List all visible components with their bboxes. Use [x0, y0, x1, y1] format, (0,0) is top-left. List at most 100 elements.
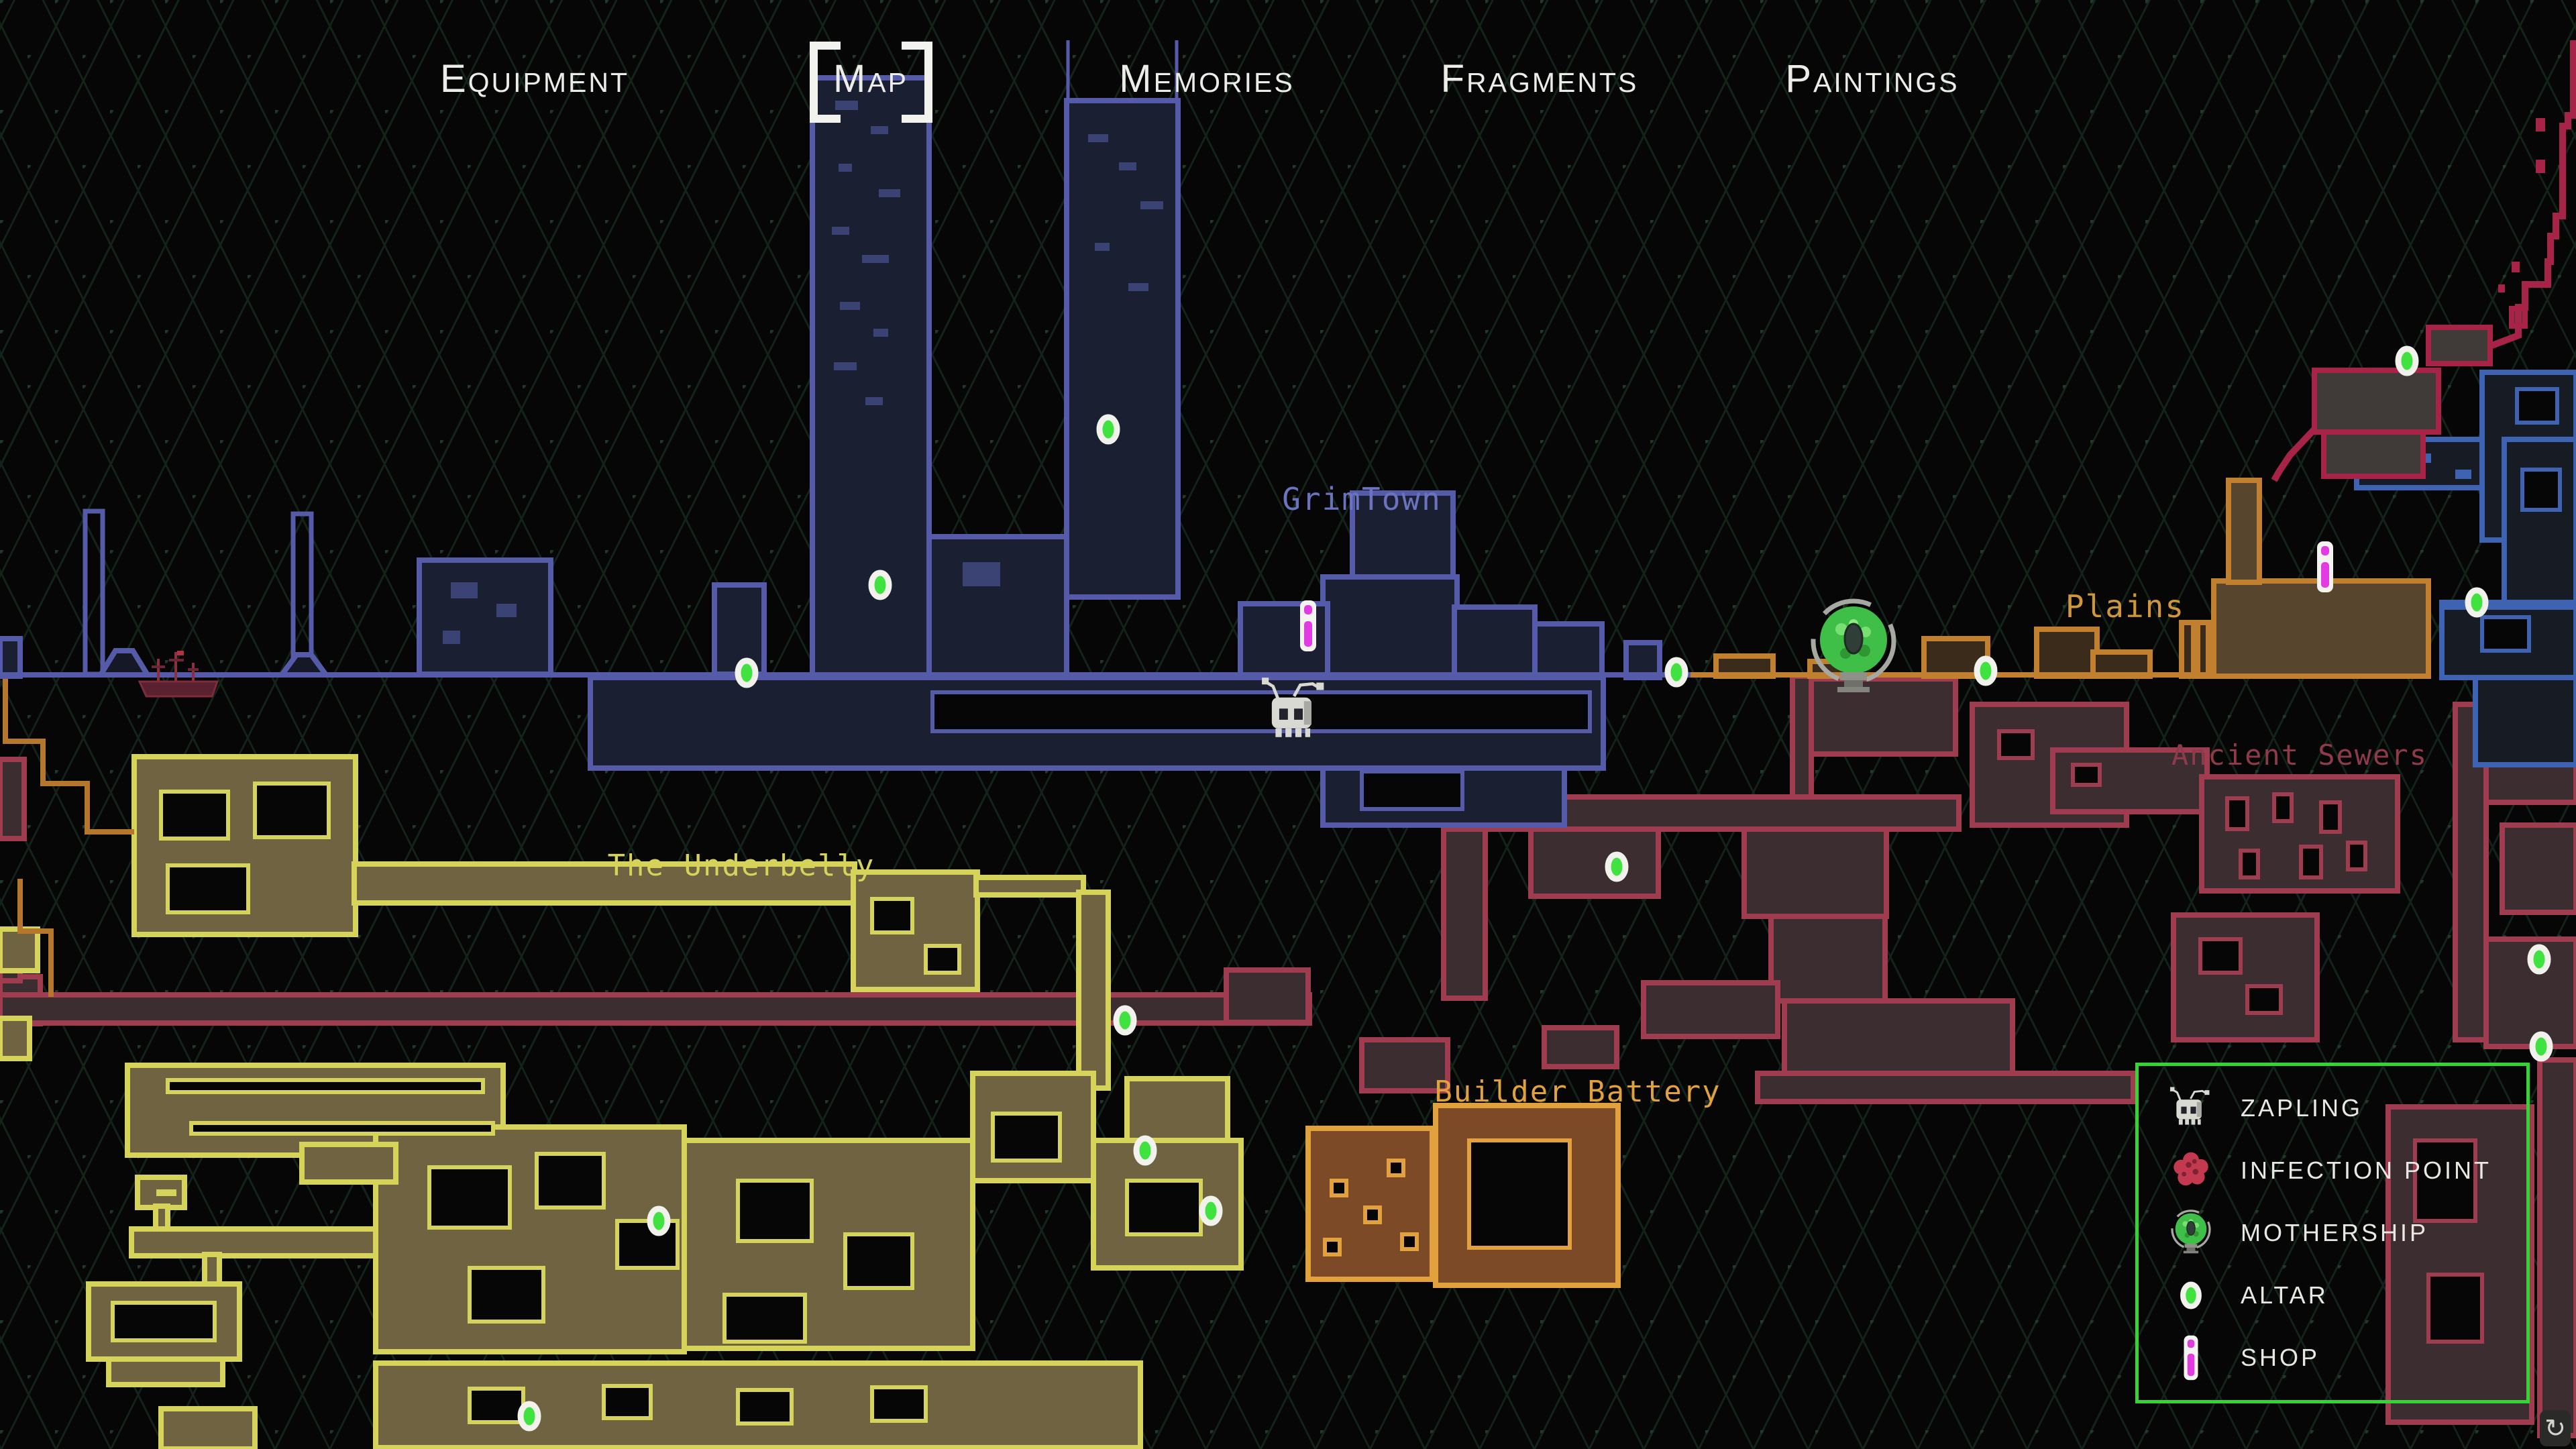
- region-label-grimtown: GrimTown: [1282, 481, 1442, 517]
- infection-point-icon: [2164, 1144, 2218, 1197]
- refresh-button[interactable]: ↻: [2540, 1410, 2571, 1446]
- legend-item-mothership: MOTHERSHIP: [2164, 1206, 2526, 1260]
- legend-item-label: ALTAR: [2241, 1281, 2328, 1309]
- map-room: [2321, 429, 2426, 479]
- map-room: [1532, 621, 1605, 680]
- legend-item-zapling: ZAPLING: [2164, 1081, 2526, 1135]
- map-room: [2312, 368, 2441, 435]
- map-room-hole: [111, 1301, 217, 1342]
- map-room: [851, 869, 980, 992]
- map-room: [1768, 914, 1888, 1004]
- map-path: [276, 652, 331, 678]
- map-room-outline: [83, 508, 105, 677]
- map-room-hole: [2198, 937, 2243, 975]
- map-path: [95, 648, 153, 678]
- map-room: [1320, 574, 1460, 680]
- map-room-detail: [1088, 134, 1108, 142]
- map-room-detail: [862, 255, 889, 263]
- tab-memories[interactable]: Memories: [1119, 57, 1295, 101]
- map-room-detail: [496, 604, 517, 617]
- map-room-hole: [924, 944, 961, 975]
- shop-marker: [2317, 541, 2333, 592]
- map-room: [299, 1142, 398, 1185]
- altar-marker: [1608, 855, 1625, 879]
- map-regions: [0, 40, 2576, 1449]
- map-room-hole: [870, 897, 914, 934]
- altar-marker: [650, 1209, 667, 1233]
- selected-tab-bracket-right: [902, 42, 932, 123]
- map-room: [1076, 890, 1111, 1091]
- altar-marker: [2530, 947, 2548, 971]
- shop-marker: [1300, 600, 1316, 651]
- map-room: [129, 1226, 402, 1258]
- map-room-detail: [2536, 118, 2545, 131]
- map-room: [1064, 98, 1181, 600]
- map-room: [2195, 620, 2211, 679]
- map-room-detail: [443, 631, 460, 644]
- tab-paintings[interactable]: Paintings: [1785, 57, 1960, 101]
- map-room-hole: [427, 1165, 512, 1230]
- map-room-hole: [930, 690, 1592, 733]
- map-room-detail: [156, 1189, 176, 1196]
- map-room: [0, 1016, 32, 1061]
- region-builder-battery: [1305, 1103, 1621, 1288]
- map-room-detail: [832, 227, 849, 235]
- map-room-hole: [736, 1179, 814, 1243]
- map-room-hole: [1467, 1138, 1572, 1250]
- map-room-detail: [1140, 201, 1163, 209]
- map-path: [2271, 427, 2317, 482]
- map-room-hole: [1997, 729, 2035, 760]
- map-room-hole: [722, 1293, 807, 1344]
- legend-item-label: ZAPLING: [2241, 1094, 2363, 1122]
- map-room-hole: [535, 1152, 606, 1210]
- map-room-hole: [1363, 1205, 1382, 1224]
- legend-item-label: MOTHERSHIP: [2241, 1219, 2429, 1246]
- map-room: [1305, 1126, 1435, 1282]
- altar-marker: [871, 573, 889, 597]
- map-room: [1359, 1037, 1450, 1093]
- map-room-detail: [873, 329, 888, 337]
- map-room-detail: [1128, 283, 1148, 291]
- map-legend: ZAPLING INFECTION POINT MOTHERSHIP ALTAR…: [2135, 1063, 2530, 1403]
- tab-map[interactable]: Map: [833, 57, 909, 101]
- map-room: [1782, 998, 2015, 1077]
- altar-marker: [1977, 659, 1994, 683]
- map-room: [1790, 674, 1814, 802]
- map-room-hole: [166, 1078, 485, 1094]
- map-room: [1641, 980, 1780, 1039]
- map-room-detail: [839, 164, 852, 172]
- map-room-detail: [451, 582, 478, 598]
- map-room-hole: [1400, 1232, 1419, 1251]
- map-room-hole: [736, 1388, 794, 1426]
- map-room-hole: [468, 1387, 525, 1424]
- map-room-hole: [2515, 387, 2559, 425]
- region-label-plains: Plains: [2065, 588, 2185, 625]
- shop-icon: [2164, 1331, 2218, 1385]
- map-room-hole: [1330, 1179, 1348, 1197]
- map-room-hole: [2413, 1138, 2477, 1223]
- legend-item-infection-point: INFECTION POINT: [2164, 1144, 2526, 1197]
- tab-equipment[interactable]: Equipment: [439, 57, 630, 101]
- map-room: [1224, 967, 1311, 1025]
- map-room-detail: [834, 362, 857, 370]
- map-room: [926, 534, 1069, 680]
- region-plains: [1690, 620, 2321, 679]
- altar-icon: [2164, 1269, 2218, 1322]
- altar-marker: [1116, 1008, 1134, 1032]
- map-room-detail: [865, 397, 883, 405]
- map-room-detail: [2455, 470, 2471, 479]
- selected-tab-bracket-left: [810, 42, 841, 123]
- map-room-detail: [1119, 162, 1136, 170]
- region-grimtown: [0, 40, 1690, 828]
- map-room: [0, 992, 1312, 1026]
- altar-marker: [1099, 417, 1117, 441]
- tab-fragments[interactable]: Fragments: [1440, 57, 1639, 101]
- map-room-detail: [840, 302, 860, 310]
- region-harbor: [2354, 370, 2576, 767]
- map-room: [1441, 826, 1488, 1001]
- map-room-hole: [2272, 792, 2294, 823]
- map-room: [2034, 627, 2100, 679]
